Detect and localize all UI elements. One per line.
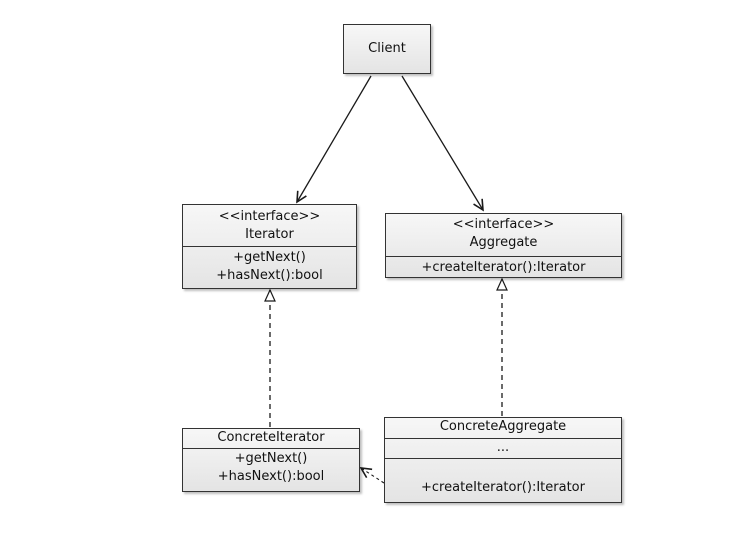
concrete-iterator-method-hasnext: +hasNext():bool xyxy=(217,469,325,484)
iterator-interface-box[interactable]: <<interface>> Iterator +getNext() +hasNe… xyxy=(182,204,357,289)
concrete-aggregate-method-createiterator: +createIterator():Iterator xyxy=(421,480,585,495)
iterator-stereotype: <<interface>> xyxy=(218,209,321,224)
association-client-iterator xyxy=(296,75,372,204)
concrete-iterator-class-box[interactable]: ConcreteIterator +getNext() +hasNext():b… xyxy=(182,428,360,492)
concrete-iterator-methods: +getNext() +hasNext():bool xyxy=(183,448,359,486)
concrete-iterator-header: ConcreteIterator xyxy=(183,429,359,448)
concrete-iterator-name: ConcreteIterator xyxy=(217,430,325,445)
concrete-aggregate-methods: +createIterator():Iterator xyxy=(385,458,621,497)
iterator-methods: +getNext() +hasNext():bool xyxy=(183,246,356,285)
concrete-aggregate-class-box[interactable]: ConcreteAggregate ... +createIterator():… xyxy=(384,417,622,503)
association-client-aggregate xyxy=(401,75,484,212)
client-class-box[interactable]: Client xyxy=(343,24,431,74)
dependency-concreteaggregate-concreteiterator xyxy=(359,467,385,484)
client-class-name: Client xyxy=(368,41,406,56)
iterator-name: Iterator xyxy=(245,227,294,242)
aggregate-interface-box[interactable]: <<interface>> Aggregate +createIterator(… xyxy=(385,213,622,278)
concrete-aggregate-header: ConcreteAggregate xyxy=(385,418,621,438)
aggregate-header: <<interface>> Aggregate xyxy=(386,214,621,256)
aggregate-name: Aggregate xyxy=(469,235,538,250)
aggregate-methods: +createIterator():Iterator xyxy=(386,256,621,277)
iterator-method-getnext: +getNext() xyxy=(233,250,306,265)
aggregate-stereotype: <<interface>> xyxy=(452,217,555,232)
iterator-method-hasnext: +hasNext():bool xyxy=(216,268,323,283)
concrete-aggregate-attributes: ... xyxy=(385,438,621,458)
concrete-aggregate-attributes-text: ... xyxy=(496,440,510,455)
concrete-iterator-method-getnext: +getNext() xyxy=(234,451,308,466)
aggregate-method-createiterator: +createIterator():Iterator xyxy=(421,260,586,275)
iterator-header: <<interface>> Iterator xyxy=(183,205,356,246)
concrete-aggregate-name: ConcreteAggregate xyxy=(439,419,567,434)
